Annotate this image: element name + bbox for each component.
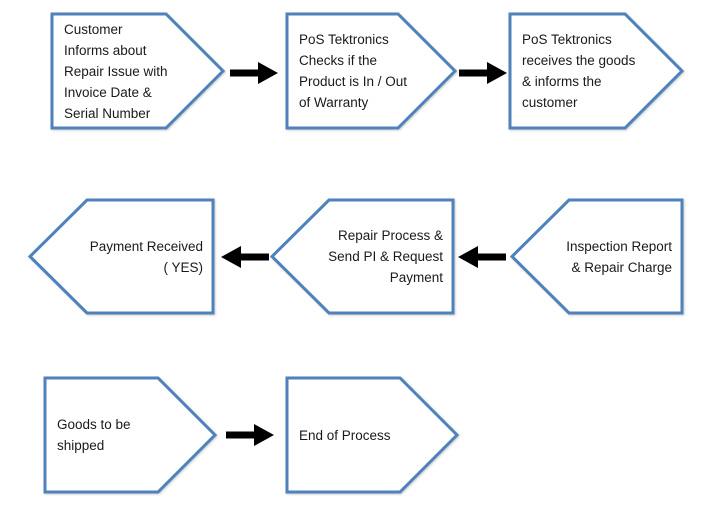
chevron-right-shape xyxy=(285,376,460,494)
flow-node-customer-informs: Customer Informs about Repair Issue with… xyxy=(50,12,226,130)
chevron-left-shape xyxy=(509,198,684,315)
arrow-right-icon xyxy=(230,62,278,84)
chevron-left-shape xyxy=(269,198,455,315)
chevron-right-shape xyxy=(508,12,685,130)
arrow-left-icon xyxy=(221,246,269,268)
chevron-right-shape xyxy=(50,12,226,130)
chevron-right-shape xyxy=(43,376,218,494)
flow-node-pos-checks-warranty: PoS Tektronics Checks if the Product is … xyxy=(285,12,458,130)
flow-node-payment-received: Payment Received ( YES) xyxy=(27,198,215,315)
flow-node-pos-receives-goods: PoS Tektronics receives the goods & info… xyxy=(508,12,685,130)
chevron-left-shape xyxy=(27,198,215,315)
chevron-right-shape xyxy=(285,12,458,130)
arrow-left-icon xyxy=(458,246,506,268)
flow-node-end-of-process: End of Process xyxy=(285,376,460,494)
flow-node-goods-shipped: Goods to be shipped xyxy=(43,376,218,494)
flow-node-repair-process: Repair Process & Send PI & Request Payme… xyxy=(269,198,455,315)
flow-node-inspection-report: Inspection Report & Repair Charge xyxy=(509,198,684,315)
arrow-right-icon xyxy=(226,424,274,446)
arrow-right-icon xyxy=(459,62,507,84)
